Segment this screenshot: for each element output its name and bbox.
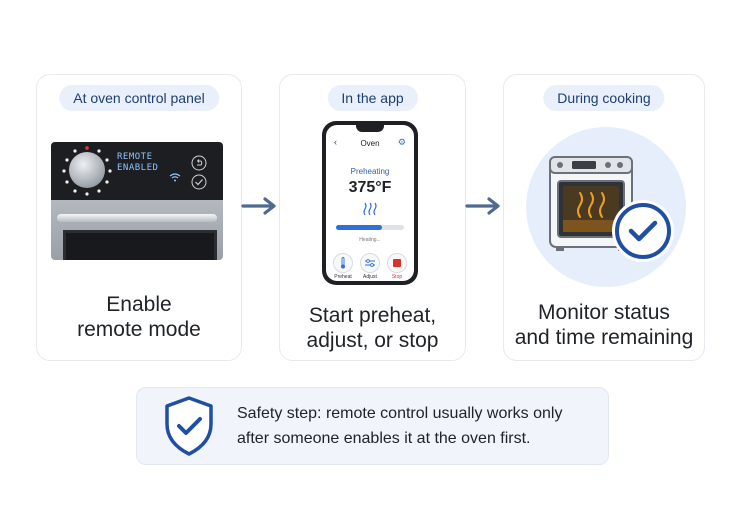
confirm-button-icon[interactable] <box>191 174 207 190</box>
selector-knob[interactable] <box>69 152 105 188</box>
dial-markers <box>62 146 112 196</box>
adjust-button[interactable]: Adjust <box>358 253 382 280</box>
checkmark-badge-icon <box>612 200 674 262</box>
step-card-monitor: During cooking Monitor status and time r… <box>503 74 705 361</box>
heating-status-text: Heating... <box>359 237 381 243</box>
arrow-right-icon <box>241 197 276 215</box>
step-label-pill: During cooking <box>543 85 665 111</box>
back-button-icon[interactable] <box>191 155 207 171</box>
gear-icon[interactable]: ⚙ <box>397 137 406 147</box>
temperature-readout: 375°F <box>348 179 392 196</box>
stop-button[interactable]: Stop <box>385 253 409 280</box>
control-strip: REMOTE ENABLED <box>51 142 223 200</box>
step-card-enable-remote: At oven control panel REMOTE ENABLED <box>36 74 242 361</box>
remote-enabled-display: REMOTE ENABLED <box>117 152 159 173</box>
oven-door-glass <box>63 230 217 260</box>
preheat-button-label: Preheat <box>334 274 352 280</box>
stop-button-label: Stop <box>391 274 403 280</box>
oven-door-handle <box>57 214 217 222</box>
step-caption: Enable remote mode <box>77 293 201 341</box>
heat-waves-icon <box>363 202 377 216</box>
arrow-right-icon <box>465 197 500 215</box>
step-caption: Start preheat, adjust, or stop <box>306 304 439 352</box>
oven-control-panel-illustration: REMOTE ENABLED <box>51 142 223 260</box>
safety-callout: Safety step: remote control usually work… <box>136 387 609 465</box>
thermometer-icon <box>341 257 345 269</box>
phone-notch <box>356 125 384 132</box>
step-card-app-control: In the app ‹ Oven ⚙ Preheating 375°F Hea… <box>279 74 466 361</box>
preheat-progress-bar <box>336 225 404 230</box>
adjust-button-label: Adjust <box>363 274 377 280</box>
oven-status-text: Preheating <box>350 167 390 176</box>
sliders-icon <box>365 259 375 267</box>
preheat-button[interactable]: Preheat <box>331 253 355 280</box>
smartphone-illustration: ‹ Oven ⚙ Preheating 375°F Heating... <box>322 121 418 285</box>
wifi-icon <box>169 173 181 182</box>
step-caption: Monitor status and time remaining <box>514 301 694 349</box>
step-label-pill: At oven control panel <box>59 85 219 111</box>
safety-note-text: Safety step: remote control usually work… <box>237 405 563 447</box>
preheat-progress-fill <box>336 225 383 230</box>
stop-square-icon <box>393 259 401 267</box>
back-chevron-icon[interactable]: ‹ <box>334 137 337 147</box>
app-screen: ‹ Oven ⚙ Preheating 375°F Heating... <box>326 125 414 281</box>
shield-check-icon <box>165 396 213 456</box>
step-label-pill: In the app <box>327 85 418 111</box>
app-title: Oven <box>360 139 380 148</box>
